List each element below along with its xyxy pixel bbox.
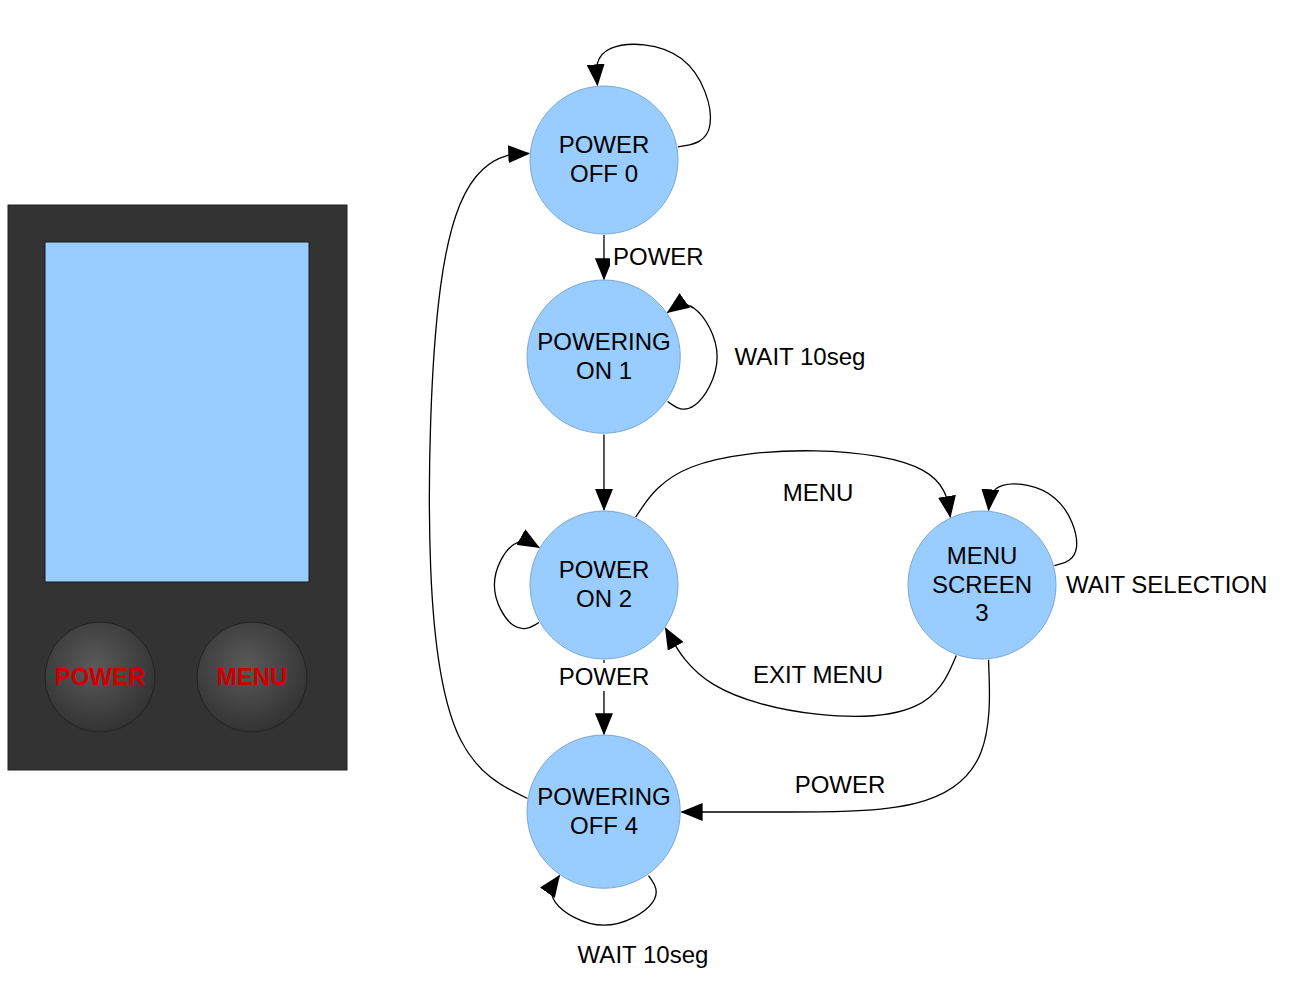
device-screen bbox=[45, 242, 309, 582]
node-circle bbox=[45, 622, 155, 732]
transition-arrow bbox=[429, 153, 529, 798]
state-circle: MENU SCREEN 3 bbox=[907, 510, 1057, 660]
transition-arrow bbox=[603, 435, 604, 510]
transition-label: MENU bbox=[780, 479, 857, 508]
node-label: POWERING ON 1 bbox=[537, 328, 670, 386]
node-label: POWER OFF 0 bbox=[559, 131, 650, 189]
node-text-block: POWERING OFF 4 bbox=[537, 783, 670, 841]
node-label: MENU SCREEN 3 bbox=[932, 542, 1032, 628]
transition-label: EXIT MENU bbox=[750, 661, 886, 690]
device-housing bbox=[8, 205, 347, 770]
node-label: POWER bbox=[55, 663, 146, 692]
transition-label: POWER bbox=[556, 663, 653, 692]
node-label: MENU bbox=[217, 663, 288, 692]
node-circle bbox=[197, 622, 307, 732]
transition-arrow bbox=[603, 235, 604, 279]
state-circle: POWERING OFF 4 bbox=[526, 734, 681, 889]
state-circle: POWERING ON 1 bbox=[526, 279, 681, 434]
transition-label: WAIT 10seg bbox=[575, 941, 712, 970]
node-text-block: MENU SCREEN 3 bbox=[932, 542, 1032, 628]
node-circle bbox=[527, 735, 680, 888]
transition-label: POWER bbox=[610, 243, 707, 272]
node-circle bbox=[527, 280, 680, 433]
node-text-block: POWER ON 2 bbox=[559, 556, 650, 614]
button-circle: POWER bbox=[44, 621, 156, 733]
node-text-block: POWERING ON 1 bbox=[537, 328, 670, 386]
state-circle: POWER OFF 0 bbox=[529, 85, 679, 235]
button-circle: MENU bbox=[196, 621, 308, 733]
transition-arrow bbox=[665, 628, 956, 716]
node-label: POWER ON 2 bbox=[559, 556, 650, 614]
node-text-block: POWER OFF 0 bbox=[559, 131, 650, 189]
state-circle: POWER ON 2 bbox=[529, 510, 679, 660]
node-circle bbox=[530, 86, 678, 234]
node-circle bbox=[530, 511, 678, 659]
transition-arrow bbox=[682, 660, 990, 812]
transition-label: WAIT 10seg bbox=[732, 343, 869, 372]
transition-label: POWER bbox=[792, 771, 889, 800]
node-text-block: POWER bbox=[55, 663, 146, 692]
node-text-block: MENU bbox=[217, 663, 288, 692]
transition-arrow bbox=[636, 451, 951, 517]
node-label: POWERING OFF 4 bbox=[537, 783, 670, 841]
node-circle bbox=[908, 511, 1056, 659]
transition-label: WAIT SELECTION bbox=[1063, 571, 1270, 600]
